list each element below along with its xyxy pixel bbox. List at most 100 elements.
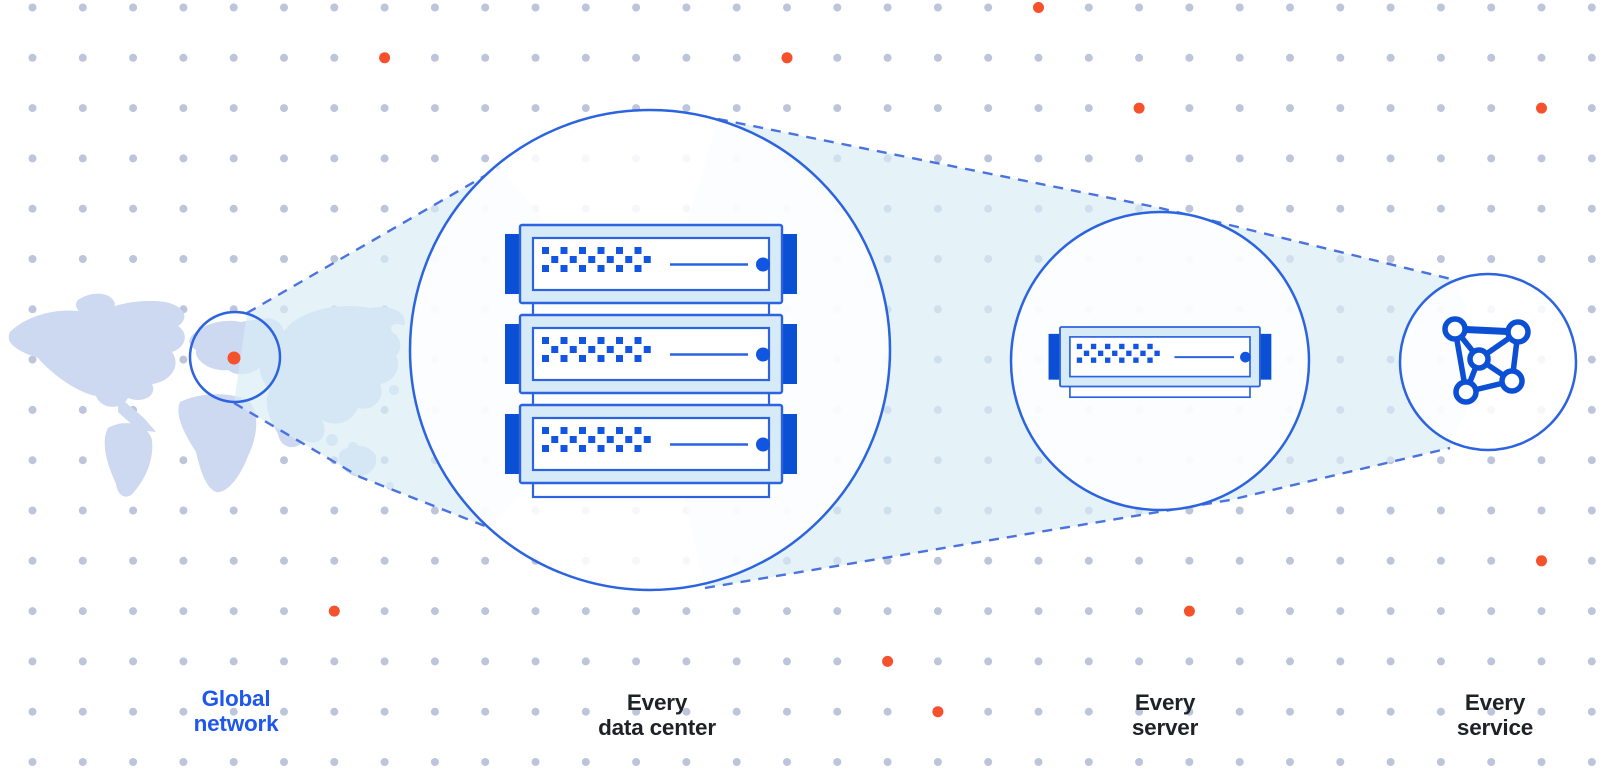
grid-dot (883, 3, 892, 12)
grid-dot (1185, 556, 1194, 565)
grid-dot (1537, 255, 1546, 263)
orange-accent-dot (1033, 2, 1044, 13)
grid-dot (330, 104, 339, 113)
grid-dot (1336, 53, 1345, 62)
grid-dot (1185, 53, 1194, 62)
grid-dot (330, 53, 339, 62)
grid-dot (1487, 204, 1496, 213)
orange-accent-dot (932, 706, 944, 718)
grid-dot (531, 104, 540, 113)
grid-dot (732, 3, 741, 12)
grid-dot (984, 607, 993, 616)
map-location-marker (227, 351, 241, 365)
grid-dot (1235, 758, 1244, 766)
grid-dot (1487, 456, 1496, 465)
server-icon (1047, 326, 1273, 399)
grid-dot (430, 506, 439, 515)
caption-every-server: Every server (1131, 690, 1199, 740)
grid-dot (682, 104, 691, 113)
caption-line: data center (598, 715, 716, 740)
grid-dot (1336, 204, 1345, 213)
grid-dot (1386, 3, 1395, 12)
grid-dot (1084, 53, 1093, 62)
grid-dot (481, 607, 490, 616)
grid-dot (833, 758, 842, 766)
grid-dot (28, 104, 37, 113)
grid-dot (1587, 506, 1596, 515)
grid-dot (1135, 154, 1144, 163)
grid-dot (380, 154, 389, 163)
grid-dot (430, 657, 439, 666)
orange-accent-dot (781, 52, 793, 64)
grid-dot (179, 506, 188, 515)
grid-dot (129, 255, 138, 263)
grid-dot (682, 707, 691, 716)
grid-dot (1587, 556, 1596, 565)
grid-dot (1235, 53, 1244, 62)
grid-dot (1286, 707, 1294, 716)
grid-dot (1034, 707, 1043, 716)
grid-dot (1587, 104, 1596, 113)
grid-dot (1436, 456, 1445, 465)
grid-dot (78, 556, 87, 565)
grid-dot (1587, 758, 1596, 766)
grid-dot (1537, 204, 1546, 213)
grid-dot (179, 456, 188, 465)
grid-dot (129, 53, 138, 62)
grid-dot (833, 707, 842, 716)
grid-dot (1537, 758, 1546, 766)
grid-dot (280, 707, 288, 716)
grid-dot (833, 104, 842, 113)
grid-dot (1336, 556, 1345, 565)
grid-dot (581, 758, 590, 766)
grid-dot (129, 707, 138, 716)
dashed-line-upper-left (246, 165, 501, 315)
grid-dot (1487, 707, 1496, 716)
grid-dot (179, 53, 188, 62)
grid-dot (984, 104, 993, 113)
grid-dot (1336, 707, 1345, 716)
grid-dot (430, 758, 439, 766)
caption-line: server (1131, 715, 1199, 740)
grid-dot (682, 607, 691, 616)
grid-dot (783, 104, 791, 113)
grid-dot (280, 556, 288, 565)
grid-dot (28, 707, 37, 716)
grid-dot (883, 607, 892, 616)
grid-dot (833, 3, 842, 12)
orange-accent-dot (1536, 555, 1547, 567)
grid-dot (430, 607, 439, 616)
grid-dot (1235, 104, 1244, 113)
grid-dot (1034, 758, 1043, 766)
grid-dot (732, 758, 741, 766)
grid-dot (330, 154, 339, 163)
grid-dot (1386, 255, 1395, 263)
grid-dot (229, 204, 238, 213)
continent-north-america (8, 300, 185, 407)
grid-dot (531, 707, 540, 716)
grid-dot (78, 53, 87, 62)
grid-dot (1436, 104, 1445, 113)
grid-dot (1537, 506, 1546, 515)
grid-dot (28, 657, 37, 666)
grid-dot (1436, 255, 1445, 263)
caption-line: Every (1134, 690, 1196, 715)
grid-dot (933, 3, 942, 12)
orange-accent-dot (379, 52, 391, 64)
grid-dot (1185, 104, 1194, 113)
grid-dot (1386, 506, 1395, 515)
grid-dot (280, 657, 288, 666)
grid-dot (1587, 355, 1596, 364)
grid-dot (883, 758, 892, 766)
grid-dot (78, 758, 87, 766)
grid-dot (229, 3, 238, 12)
grid-dot (78, 154, 87, 163)
grid-dot (179, 607, 188, 616)
caption-line: Every (1464, 690, 1526, 715)
grid-dot (1436, 154, 1445, 163)
grid-dot (1487, 3, 1496, 12)
grid-dot (1436, 707, 1445, 716)
grid-dot (1537, 707, 1546, 716)
grid-dot (280, 758, 288, 766)
